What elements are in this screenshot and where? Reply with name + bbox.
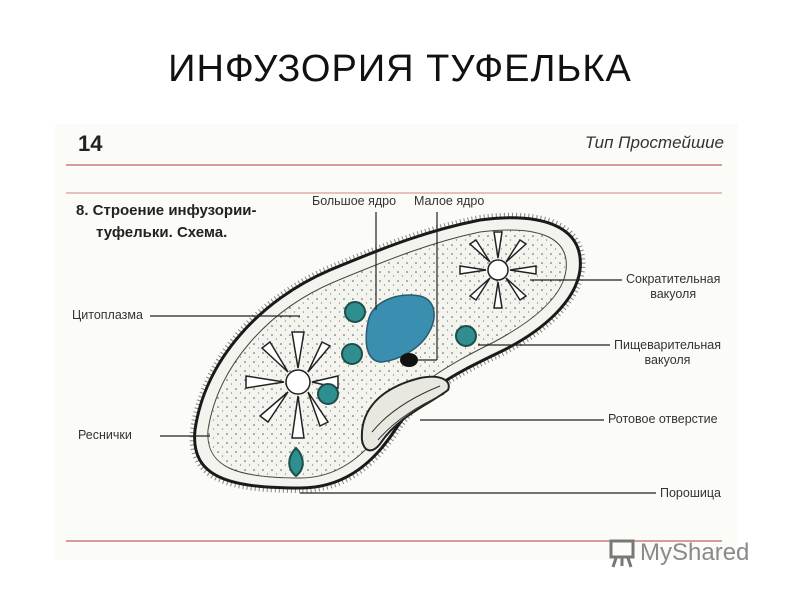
rule-top <box>66 164 722 166</box>
slide-title: ИНФУЗОРИЯ ТУФЕЛЬКА <box>168 48 632 90</box>
page-number: 14 <box>78 131 103 156</box>
figure-title: 8. Строение инфузории- туфельки. Схема. <box>76 200 257 244</box>
label-micronucleus: Малое ядро <box>414 194 485 208</box>
rule-bottom <box>66 540 722 542</box>
label-contractile-vacuole-line2: вакуоля <box>650 287 697 301</box>
label-mouth: Ротовое отверстие <box>608 412 718 426</box>
digestive-vacuole <box>455 325 477 347</box>
label-contractile-vacuole: Сократительная вакуоля <box>626 272 720 302</box>
label-cilia: Реснички <box>78 428 132 442</box>
digestive-vacuole <box>341 343 363 365</box>
label-digestive-vacuole: Пищеварительная вакуоля <box>614 338 721 368</box>
forming-vacuole <box>288 446 304 478</box>
figure-title-line1: 8. Строение инфузории- <box>76 202 257 219</box>
macronucleus <box>365 294 435 363</box>
micronucleus <box>400 353 418 367</box>
digestive-vacuole <box>317 383 339 405</box>
digestive-vacuole <box>344 301 366 323</box>
figure-title-line2: туфельки. Схема. <box>96 224 228 241</box>
leader-lines <box>150 212 656 494</box>
contractile-vacuole-rear <box>245 331 339 439</box>
label-anal-pore: Порошица <box>660 486 721 500</box>
label-contractile-vacuole-line1: Сократительная <box>626 272 721 286</box>
label-digestive-vacuole-line2: вакуоля <box>644 353 691 367</box>
label-macronucleus: Большое ядро <box>312 194 397 208</box>
presentation-board-icon <box>609 539 635 568</box>
watermark-text: MyShared <box>640 539 750 566</box>
contractile-vacuole-front <box>459 231 537 309</box>
label-cytoplasm: Цитоплазма <box>72 308 143 322</box>
rule-top-2 <box>66 192 722 194</box>
oral-groove-lines <box>371 385 445 441</box>
oral-groove <box>360 375 450 452</box>
label-digestive-vacuole-line1: Пищеварительная <box>614 338 722 352</box>
type-label: Тип Простейшие <box>584 133 724 152</box>
watermark: MyShared <box>608 538 749 568</box>
